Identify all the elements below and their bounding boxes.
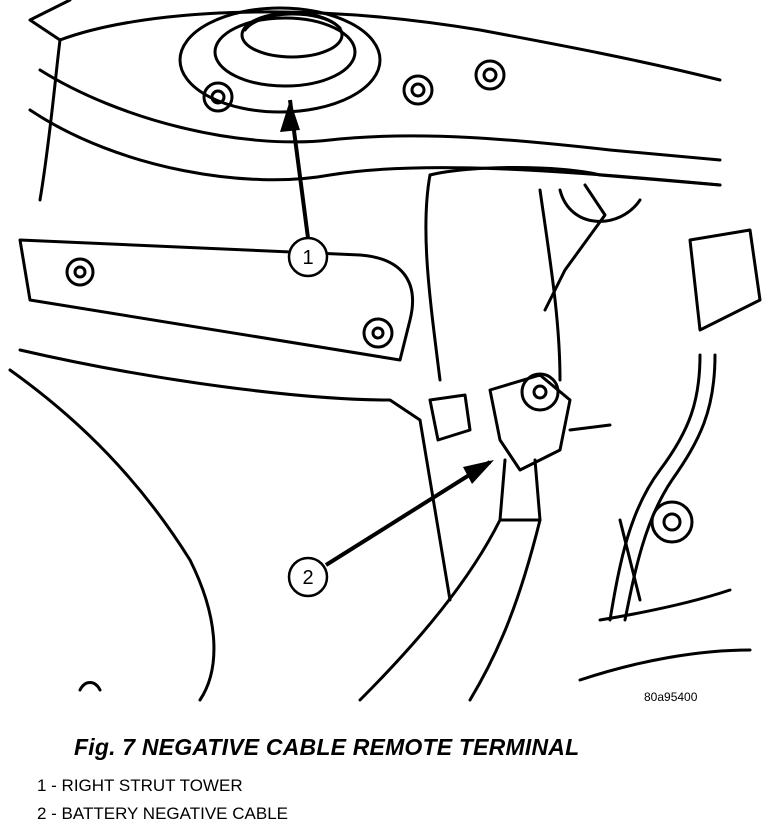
callout-2: 2 <box>287 460 494 598</box>
mount-nut <box>202 81 234 113</box>
fender-bolt <box>65 257 95 287</box>
battery-negative-cable <box>358 518 502 702</box>
fender-panel <box>18 238 415 362</box>
fender-bolt <box>362 317 394 349</box>
mount-nut <box>402 74 434 106</box>
air-duct <box>428 166 722 187</box>
engine-bay-illustration: 1 2 <box>8 0 762 702</box>
suspension-bolt <box>650 500 694 544</box>
figure-legend: 1 - RIGHT STRUT TOWER 2 - BATTERY NEGATI… <box>37 772 288 828</box>
legend-item: 2 - BATTERY NEGATIVE CABLE <box>37 804 288 823</box>
figure-caption: Fig. 7 NEGATIVE CABLE REMOTE TERMINAL <box>74 734 580 760</box>
legend-item: 1 - RIGHT STRUT TOWER <box>37 776 243 795</box>
mount-nut <box>474 59 506 91</box>
strut-tower-outline <box>58 10 722 82</box>
strut-mount <box>178 6 382 114</box>
callout-1: 1 <box>280 99 329 278</box>
callout-2-number: 2 <box>302 567 313 589</box>
callout-1-number: 1 <box>302 247 313 269</box>
remote-terminal <box>488 372 572 522</box>
vacuum-hose <box>608 353 702 622</box>
figure-code: 80a95400 <box>644 690 698 704</box>
